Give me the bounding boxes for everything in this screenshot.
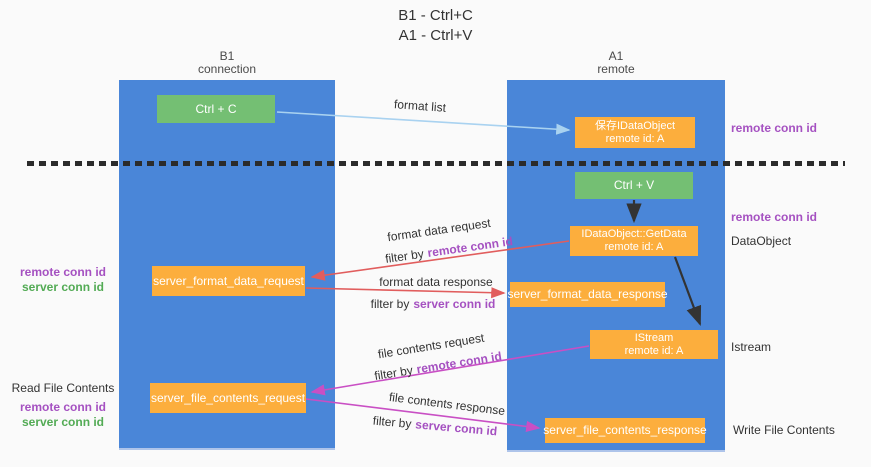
server-conn-id-text: server conn id [413,297,496,311]
server-conn-id-text: server conn id [414,417,498,439]
getdata-line1: IDataObject::GetData [581,228,687,240]
write-file-contents-annotation: Write File Contents [733,423,835,437]
server-format-data-request-box: server_format_data_request [152,266,305,296]
lane-header-a1: A1 remote [507,50,725,76]
istream-annotation: Istream [731,340,772,354]
dataobject-annotation: DataObject [731,234,792,248]
idataobject-getdata-box: IDataObject::GetData remote id: A [570,226,698,256]
diagram-title-line2: A1 - Ctrl+V [398,27,473,44]
server-file-contents-request-label: server_file_contents_request [150,390,306,405]
server-file-contents-response-box: server_file_contents_response [543,418,707,443]
read-file-contents-annotation: Read File Contents [11,381,115,395]
istream-line1: IStream [634,331,674,344]
server-conn-id-annotation: server conn id [21,280,105,294]
filter-by-text: filter by [373,363,414,383]
server-conn-id-annotation: server conn id [21,415,105,429]
diagram-title-line1: B1 - Ctrl+C [398,7,473,24]
diagram-title: B1 - Ctrl+C A1 - Ctrl+V [0,6,871,46]
istream-box: IStream remote id: A [590,330,718,359]
server-file-contents-response-label: server_file_contents_response [543,423,707,437]
clipboard-boundary-divider [27,161,845,166]
lane-header-b1: B1 connection [119,50,335,76]
ctrl-c-label: Ctrl + C [195,101,237,116]
save-idataobject-line1: 保存IDataObject [594,119,676,132]
server-format-data-response-label: server_format_data_response [507,287,668,301]
read-file-contents-annotations: Read File Contents remote conn id server… [8,381,118,430]
remote-conn-id-annotation: remote conn id [731,210,818,224]
remote-conn-id-annotation: remote conn id [731,121,818,135]
left-conn-id-annotations: remote conn id server conn id [8,265,118,295]
ctrl-v-label: Ctrl + V [613,178,655,192]
save-idataobject-box: 保存IDataObject remote id: A [575,117,695,148]
lane-b1-name: B1 [219,49,235,63]
remote-conn-id-annotation: remote conn id [19,400,106,414]
server-format-data-request-label: server_format_data_request [153,273,304,288]
lane-a1-name: A1 [608,49,624,63]
getdata-line2: remote id: A [604,241,664,253]
save-idataobject-line2: remote id: A [605,132,665,145]
file-contents-response-label: file contents response [388,389,506,419]
ctrl-v-box: Ctrl + V [575,172,693,199]
server-file-contents-request-box: server_file_contents_request [150,383,306,413]
filter-by-text: filter by [384,246,425,266]
lane-a1-role: remote [597,62,635,76]
istream-line2: remote id: A [624,344,684,357]
ctrl-c-box: Ctrl + C [157,95,275,123]
remote-conn-id-text: remote conn id [426,234,514,260]
remote-conn-id-annotation: remote conn id [19,265,106,279]
format-list-label: format list [393,97,447,115]
server-format-data-response-box: server_format_data_response [507,282,668,307]
format-data-response-label: format data response [379,275,493,289]
filter-by-text: filter by [372,413,413,431]
filter-by-text: filter by [370,297,410,311]
lane-b1-role: connection [197,62,257,76]
